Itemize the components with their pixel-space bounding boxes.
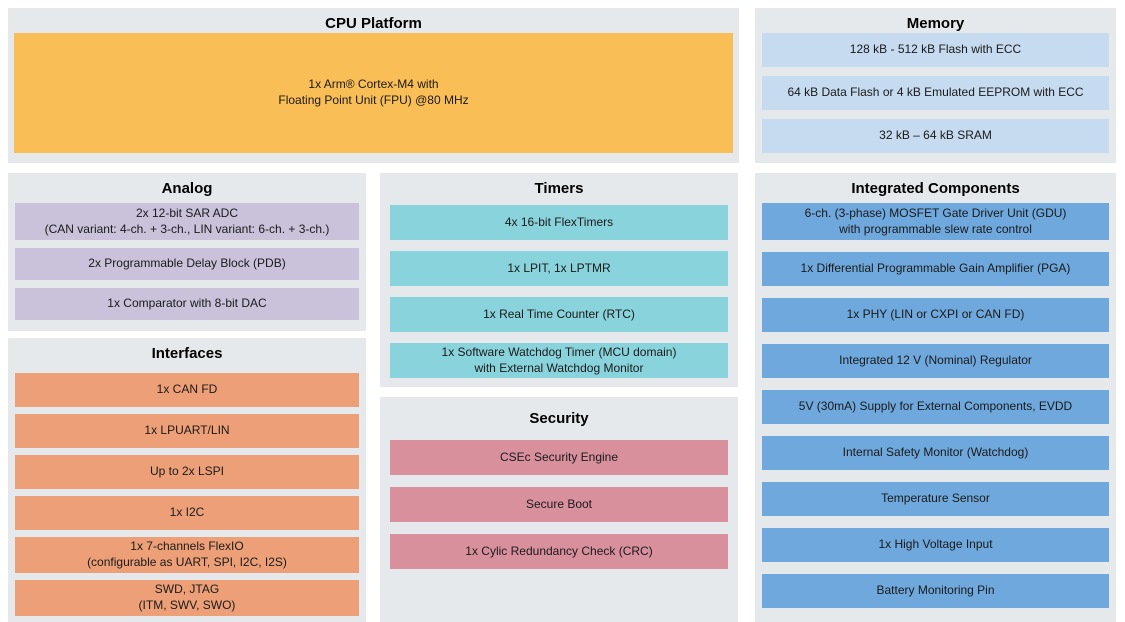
timers-block-lpit-lptmr: 1x LPIT, 1x LPTMR xyxy=(390,251,728,286)
security-section: Security CSEc Security Engine Secure Boo… xyxy=(380,397,738,622)
timers-title: Timers xyxy=(534,180,584,197)
interfaces-block-flexio: 1x 7-channels FlexIO (configurable as UA… xyxy=(15,537,359,573)
security-block-crc: 1x Cylic Redundancy Check (CRC) xyxy=(390,534,728,569)
integrated-block-evdd-supply: 5V (30mA) Supply for External Components… xyxy=(762,390,1109,424)
analog-block-pdb: 2x Programmable Delay Block (PDB) xyxy=(15,248,359,280)
interfaces-block-swd-jtag: SWD, JTAG (ITM, SWV, SWO) xyxy=(15,580,359,616)
security-block-csec: CSEc Security Engine xyxy=(390,440,728,475)
cpu-platform-section: CPU Platform 1x Arm® Cortex-M4 with Floa… xyxy=(8,8,739,163)
interfaces-block-lpuart-lin: 1x LPUART/LIN xyxy=(15,414,359,448)
integrated-components-section: Integrated Components 6-ch. (3-phase) MO… xyxy=(755,173,1116,622)
timers-block-rtc: 1x Real Time Counter (RTC) xyxy=(390,297,728,332)
interfaces-block-i2c: 1x I2C xyxy=(15,496,359,530)
timers-block-watchdog: 1x Software Watchdog Timer (MCU domain) … xyxy=(390,343,728,378)
memory-blocks: 128 kB - 512 kB Flash with ECC 64 kB Dat… xyxy=(755,33,1116,153)
cpu-platform-title: CPU Platform xyxy=(325,15,422,32)
analog-title: Analog xyxy=(161,180,213,197)
interfaces-blocks: 1x CAN FD 1x LPUART/LIN Up to 2x LSPI 1x… xyxy=(8,373,366,616)
timers-section: Timers 4x 16-bit FlexTimers 1x LPIT, 1x … xyxy=(380,173,738,387)
memory-block-data-flash: 64 kB Data Flash or 4 kB Emulated EEPROM… xyxy=(762,76,1109,110)
security-blocks: CSEc Security Engine Secure Boot 1x Cyli… xyxy=(380,440,738,569)
analog-block-adc: 2x 12-bit SAR ADC (CAN variant: 4-ch. + … xyxy=(15,203,359,240)
interfaces-section: Interfaces 1x CAN FD 1x LPUART/LIN Up to… xyxy=(8,338,366,622)
security-block-secure-boot: Secure Boot xyxy=(390,487,728,522)
interfaces-block-lspi: Up to 2x LSPI xyxy=(15,455,359,489)
timers-block-flextimers: 4x 16-bit FlexTimers xyxy=(390,205,728,240)
cpu-platform-blocks: 1x Arm® Cortex-M4 with Floating Point Un… xyxy=(8,33,739,153)
interfaces-title: Interfaces xyxy=(151,345,223,362)
integrated-components-title: Integrated Components xyxy=(851,180,1020,197)
integrated-block-pga: 1x Differential Programmable Gain Amplif… xyxy=(762,252,1109,286)
security-title: Security xyxy=(529,410,589,427)
integrated-block-regulator: Integrated 12 V (Nominal) Regulator xyxy=(762,344,1109,378)
integrated-block-high-voltage-input: 1x High Voltage Input xyxy=(762,528,1109,562)
analog-block-comparator: 1x Comparator with 8-bit DAC xyxy=(15,288,359,320)
memory-section: Memory 128 kB - 512 kB Flash with ECC 64… xyxy=(755,8,1116,163)
memory-block-flash: 128 kB - 512 kB Flash with ECC xyxy=(762,33,1109,67)
integrated-block-battery-monitoring: Battery Monitoring Pin xyxy=(762,574,1109,608)
memory-title: Memory xyxy=(906,15,965,32)
analog-section: Analog 2x 12-bit SAR ADC (CAN variant: 4… xyxy=(8,173,366,331)
timers-blocks: 4x 16-bit FlexTimers 1x LPIT, 1x LPTMR 1… xyxy=(380,205,738,378)
integrated-block-safety-monitor: Internal Safety Monitor (Watchdog) xyxy=(762,436,1109,470)
analog-blocks: 2x 12-bit SAR ADC (CAN variant: 4-ch. + … xyxy=(8,203,366,320)
interfaces-block-can-fd: 1x CAN FD xyxy=(15,373,359,407)
integrated-block-gdu: 6-ch. (3-phase) MOSFET Gate Driver Unit … xyxy=(762,203,1109,240)
integrated-components-blocks: 6-ch. (3-phase) MOSFET Gate Driver Unit … xyxy=(755,203,1116,608)
cpu-core-block: 1x Arm® Cortex-M4 with Floating Point Un… xyxy=(14,33,733,153)
memory-block-sram: 32 kB – 64 kB SRAM xyxy=(762,119,1109,153)
integrated-block-phy: 1x PHY (LIN or CXPI or CAN FD) xyxy=(762,298,1109,332)
integrated-block-temperature-sensor: Temperature Sensor xyxy=(762,482,1109,516)
